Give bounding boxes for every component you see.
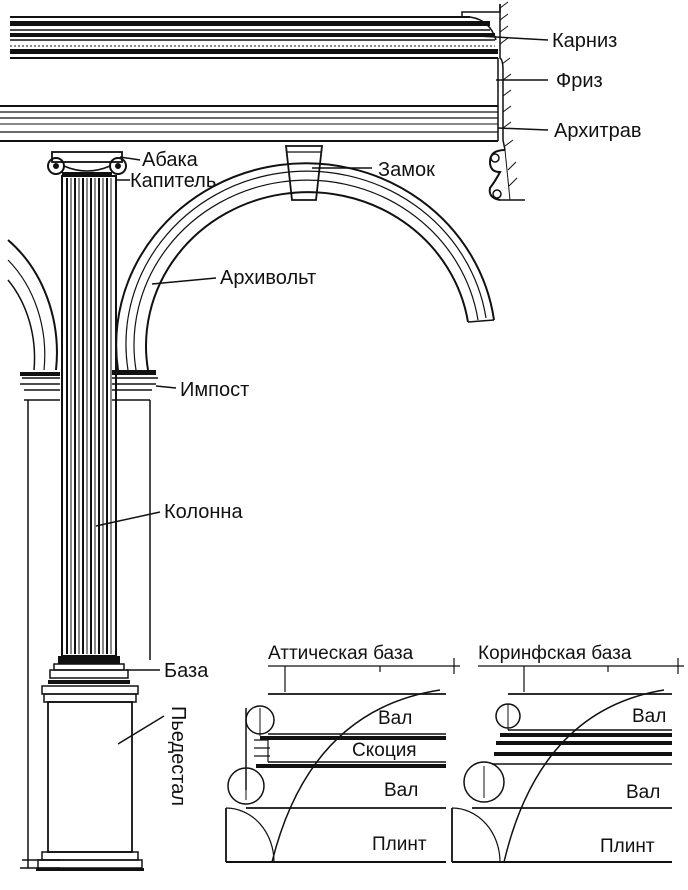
column [36, 151, 144, 871]
corinthian-part-plint: Плинт [600, 836, 655, 857]
label-karniz: Карниз [552, 30, 617, 52]
label-arkhitrav: Архитрав [554, 120, 641, 142]
labels: Карниз Фриз Архитрав Абака Капитель Замо… [130, 30, 666, 857]
label-friz: Фриз [556, 70, 603, 92]
capital [47, 151, 127, 176]
attic-part-val-bottom: Вал [384, 780, 418, 801]
corinthian-title: Коринфская база [478, 643, 632, 664]
column-base [48, 656, 130, 684]
column-shaft [61, 175, 117, 657]
leader-kolonna [95, 511, 161, 527]
attic-part-val-top: Вал [378, 708, 412, 729]
leader-arkhivolt [151, 277, 217, 285]
architrave [0, 105, 499, 142]
left-pier [20, 372, 60, 869]
impost [112, 370, 158, 660]
cornice [10, 4, 501, 59]
leader-piedestal [117, 715, 165, 745]
pedestal [36, 685, 144, 871]
leader-karniz [477, 35, 549, 41]
label-zamok: Замок [378, 159, 435, 181]
leader-impost [155, 385, 177, 389]
corinthian-base-detail [451, 658, 684, 863]
label-kapitel: Капитель [130, 170, 216, 192]
attic-base-detail [225, 658, 460, 863]
attic-part-plint: Плинт [372, 834, 427, 855]
attic-part-skotsiya: Скоция [352, 740, 417, 761]
label-baza: База [164, 660, 209, 682]
leader-arkhitrav [497, 127, 549, 131]
left-arch [7, 239, 58, 371]
keystone [284, 145, 324, 201]
main-arch [115, 162, 495, 371]
corinthian-part-val-bottom: Вал [626, 782, 660, 803]
label-piedestal: Пьедестал [167, 706, 189, 806]
label-arkhivolt: Архивольт [220, 267, 316, 289]
label-impost: Импост [180, 379, 249, 401]
attic-title: Аттическая база [268, 643, 414, 664]
leader-abaka [119, 156, 141, 161]
label-abaka: Абака [142, 149, 199, 171]
entablature [0, 1, 525, 201]
corinthian-part-val-top: Вал [632, 706, 666, 727]
wall-section [488, 1, 525, 201]
label-kolonna: Колонна [164, 501, 243, 523]
leader-lines [95, 35, 549, 745]
